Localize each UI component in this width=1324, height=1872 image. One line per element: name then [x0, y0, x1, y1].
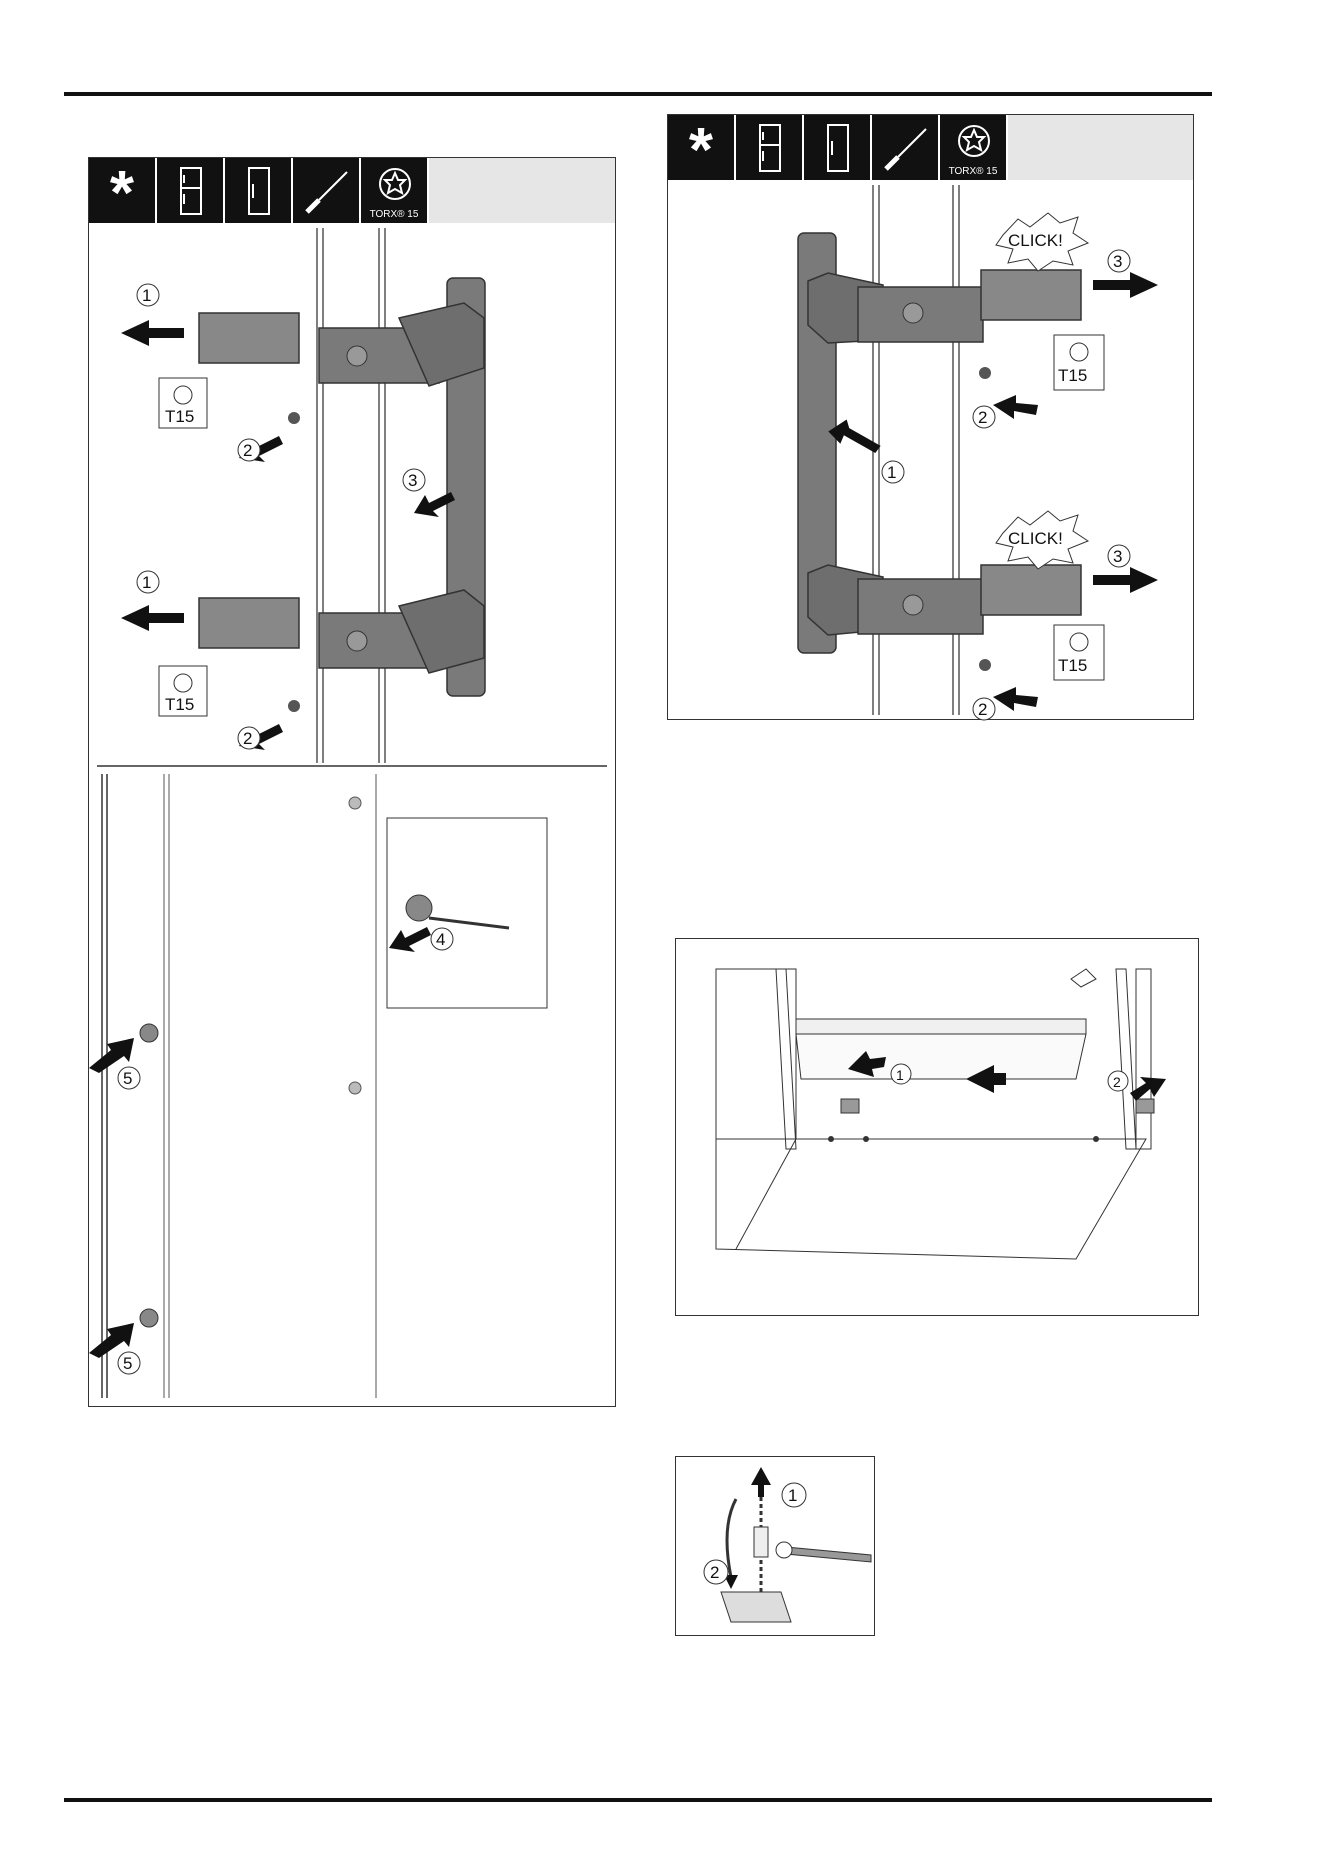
t15-label-r: T15: [1058, 366, 1087, 385]
hinge-pin-labels: 1 2: [676, 1457, 876, 1637]
click-label-b: CLICK!: [1008, 529, 1063, 548]
callout-2-pin: 2: [710, 1563, 719, 1582]
figure-mount-handle: * TORX® 15: [667, 114, 1194, 720]
remove-handle-labels: 1 2 3 1 2 T15 T15 4 5 5: [89, 158, 617, 1408]
callout-2-base: 2: [1113, 1074, 1121, 1090]
top-rule: [64, 92, 1212, 96]
callout-3rb: 3: [1113, 547, 1122, 566]
t15-label-rb: T15: [1058, 656, 1087, 675]
figure-remove-handle: * TORX® 15: [88, 157, 616, 1407]
callout-5: 5: [123, 1069, 132, 1088]
callout-4: 4: [436, 930, 445, 949]
callout-2: 2: [243, 441, 252, 460]
t15-label: T15: [165, 407, 194, 426]
callout-1b: 1: [142, 573, 151, 592]
callout-3r: 3: [1113, 252, 1122, 271]
mount-handle-labels: CLICK! CLICK! 3 3 2 2 1 T15 T15: [668, 115, 1195, 721]
callout-5b: 5: [123, 1354, 132, 1373]
bottom-rule: [64, 1798, 1212, 1802]
callout-2rb: 2: [978, 700, 987, 719]
callout-3: 3: [408, 471, 417, 490]
callout-1-base: 1: [896, 1067, 904, 1083]
callout-1: 1: [142, 286, 151, 305]
callout-2r: 2: [978, 408, 987, 427]
figure-hinge-pin: 1 2: [675, 1456, 875, 1636]
callout-1-pin: 1: [788, 1486, 797, 1505]
t15-label-b: T15: [165, 695, 194, 714]
callout-2b: 2: [243, 729, 252, 748]
callout-1r: 1: [887, 463, 896, 482]
click-label: CLICK!: [1008, 231, 1063, 250]
appliance-base-labels: 1 2: [676, 939, 1200, 1317]
figure-appliance-base: 1 2: [675, 938, 1199, 1316]
